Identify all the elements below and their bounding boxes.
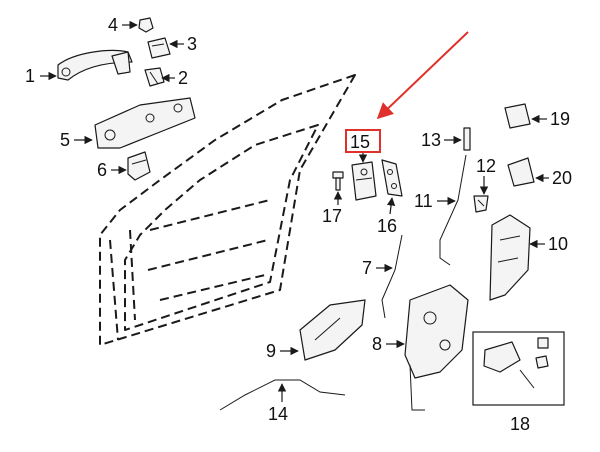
part-5-handle-bracket <box>94 97 196 149</box>
svg-text:2: 2 <box>178 68 188 88</box>
part-9-bracket <box>299 299 366 361</box>
callout-17: 17 <box>322 191 343 226</box>
highlight-box <box>345 129 381 153</box>
callout-6: 6 <box>97 160 127 180</box>
svg-text:17: 17 <box>322 206 342 226</box>
svg-text:20: 20 <box>552 168 572 188</box>
callout-20: 20 <box>535 168 572 188</box>
part-3-cover <box>147 37 171 59</box>
callout-7: 7 <box>362 258 393 278</box>
callout-14: 14 <box>268 383 288 424</box>
svg-text:15: 15 <box>350 132 370 152</box>
part-17-bolt <box>332 171 344 191</box>
callout-18: 18 <box>510 414 530 434</box>
door-frame-outline <box>99 74 356 346</box>
callout-2: 2 <box>161 68 188 88</box>
part-11-rod <box>439 154 467 266</box>
callout-3: 3 <box>169 34 197 54</box>
svg-text:7: 7 <box>362 258 372 278</box>
callout-8: 8 <box>372 334 405 354</box>
svg-text:19: 19 <box>550 109 570 129</box>
part-12-clip <box>473 195 489 213</box>
highlight-arrow <box>376 31 469 120</box>
callout-4: 4 <box>108 15 138 35</box>
part-15-striker <box>351 161 377 201</box>
callout-19: 19 <box>531 109 570 129</box>
svg-text:4: 4 <box>108 15 118 35</box>
callout-12: 12 <box>476 156 496 195</box>
svg-text:14: 14 <box>268 404 288 424</box>
svg-text:12: 12 <box>476 156 496 176</box>
part-20-bracket <box>507 157 535 187</box>
part-10-lock-motor <box>489 214 531 301</box>
svg-text:1: 1 <box>25 66 35 86</box>
part-18-kit-box <box>472 331 565 406</box>
callout-10: 10 <box>529 234 568 254</box>
callout-1: 1 <box>25 66 57 86</box>
svg-text:11: 11 <box>414 191 433 211</box>
svg-text:5: 5 <box>60 130 70 150</box>
part-19-bracket <box>504 103 531 129</box>
part-4-cap <box>138 17 154 33</box>
callout-13: 13 <box>421 130 462 150</box>
part-1-outer-handle <box>57 49 133 81</box>
svg-text:3: 3 <box>187 34 197 54</box>
svg-text:16: 16 <box>377 216 397 236</box>
callout-11: 11 <box>414 191 456 211</box>
svg-text:6: 6 <box>97 160 107 180</box>
callout-5: 5 <box>60 130 93 150</box>
callout-15: 15 <box>345 129 381 163</box>
svg-text:8: 8 <box>372 334 382 354</box>
part-8-latch <box>404 284 469 411</box>
part-6-lock-cylinder <box>127 151 151 181</box>
part-13-pin <box>463 127 471 151</box>
part-16-shim-plate <box>381 159 403 197</box>
part-7-cable <box>381 234 403 319</box>
part-14-release-cable <box>219 379 346 411</box>
callout-9: 9 <box>266 341 299 361</box>
svg-text:10: 10 <box>548 234 568 254</box>
callout-16: 16 <box>377 197 397 236</box>
svg-text:18: 18 <box>510 414 530 434</box>
svg-text:9: 9 <box>266 341 276 361</box>
part-2-clip <box>144 67 165 87</box>
svg-text:13: 13 <box>421 130 441 150</box>
